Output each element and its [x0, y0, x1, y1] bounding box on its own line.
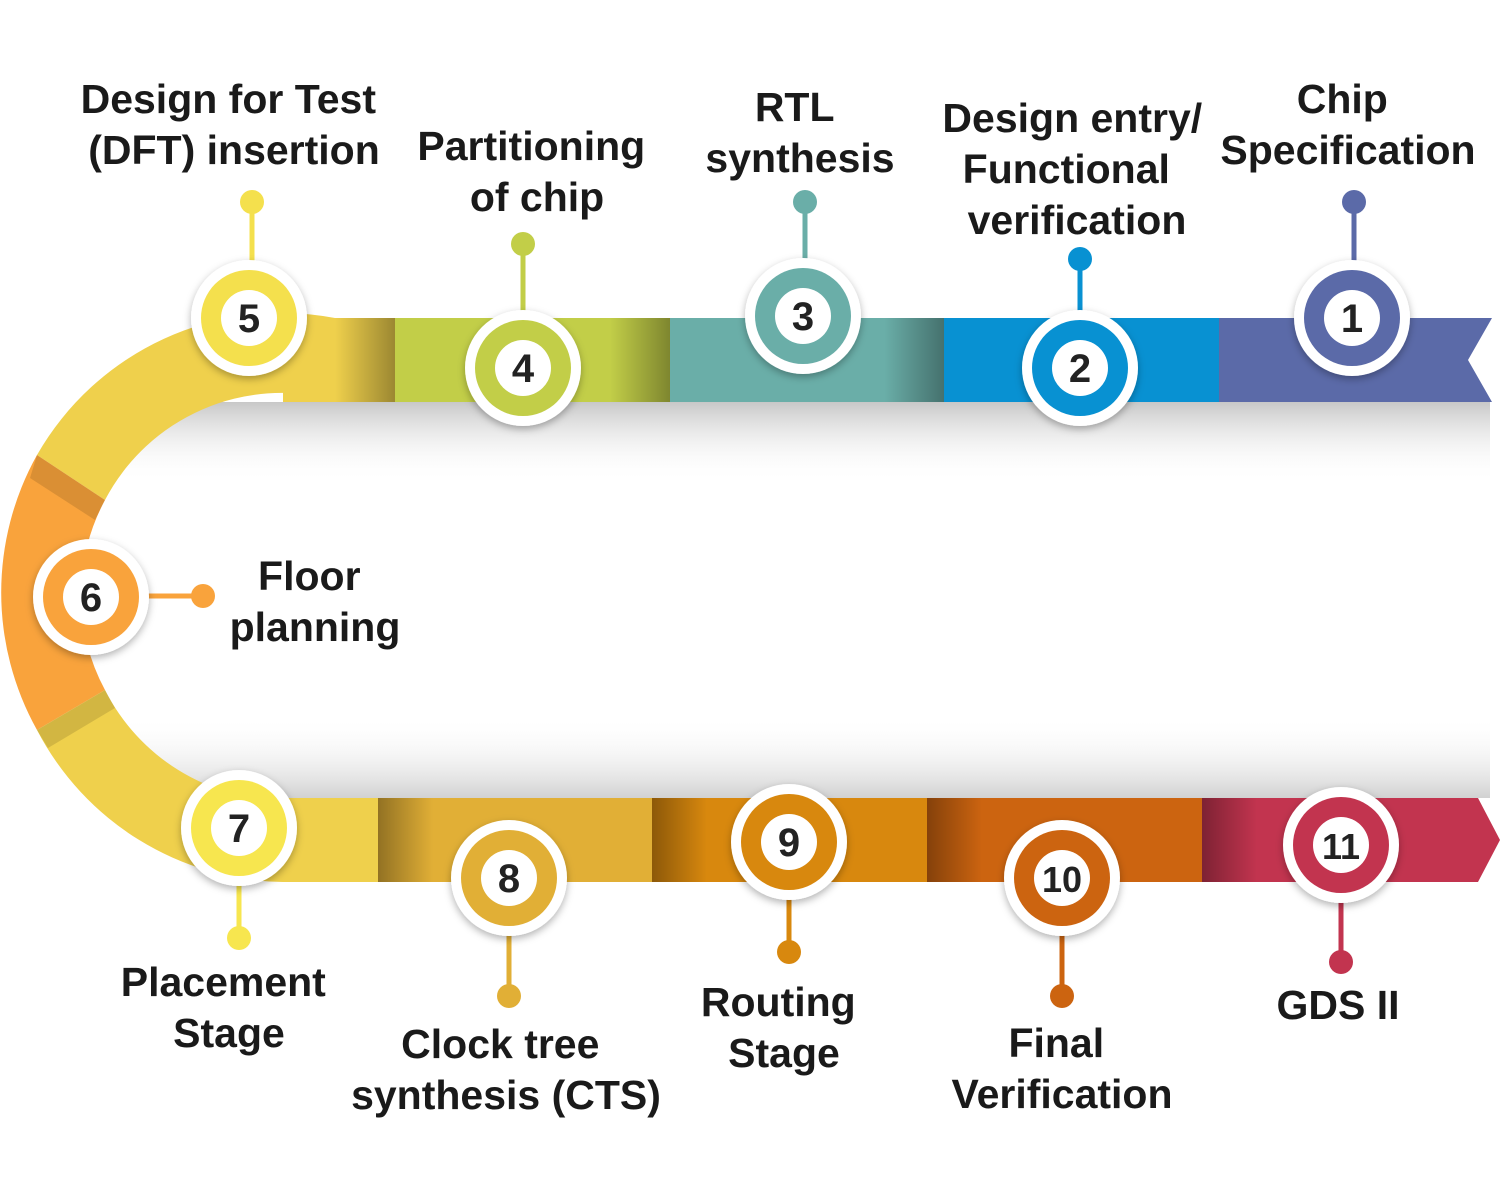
step-7-number: 7 — [228, 807, 250, 851]
step-2-dot — [1068, 247, 1092, 271]
step-1-number: 1 — [1341, 297, 1363, 341]
step-5-label: Design for Test (DFT) insertion — [81, 76, 388, 173]
step-10-number: 10 — [1042, 859, 1082, 900]
step-labels: Chip Specification Design entry/ Functio… — [81, 76, 1476, 1118]
step-10-label: Final Verification — [951, 1020, 1172, 1117]
step-2: 2 — [1022, 247, 1138, 426]
step-8-number: 8 — [498, 857, 520, 901]
step-11: 11 — [1283, 787, 1399, 974]
step-1-dot — [1342, 190, 1366, 214]
step-2-number: 2 — [1069, 347, 1091, 391]
bottom-band — [283, 798, 1500, 882]
step-4-number: 4 — [512, 347, 535, 391]
step-8: 8 — [451, 820, 567, 1008]
step-5-number: 5 — [238, 297, 260, 341]
step-9-dot — [777, 940, 801, 964]
step-9-label: Routing Stage — [701, 979, 867, 1076]
step-6: 6 — [33, 539, 215, 655]
step-11-number: 11 — [1322, 826, 1360, 867]
step-3-number: 3 — [792, 295, 814, 339]
step-11-label: GDS II — [1276, 982, 1399, 1028]
step-3-label: RTL synthesis — [705, 84, 894, 181]
step-3-dot — [793, 190, 817, 214]
step-10: 10 — [1004, 820, 1120, 1008]
step-9: 9 — [731, 784, 847, 964]
step-2-label: Design entry/ Functional verification — [942, 95, 1213, 243]
step-10-dot — [1050, 984, 1074, 1008]
step-7: 7 — [181, 770, 297, 950]
step-6-number: 6 — [80, 576, 102, 620]
top-band-shadow — [110, 402, 1490, 482]
step-nodes: 1 2 3 4 — [33, 190, 1410, 1008]
step-11-dot — [1329, 950, 1353, 974]
step-4-dot — [511, 232, 535, 256]
step-7-label: Placement Stage — [121, 959, 338, 1056]
step-6-label: Floor planning — [230, 553, 401, 650]
step-5: 5 — [191, 190, 307, 376]
step-1: 1 — [1294, 190, 1410, 376]
step-5-dot — [240, 190, 264, 214]
bottom-band-shadow — [110, 716, 1490, 798]
step-3: 3 — [745, 190, 861, 374]
step-4: 4 — [465, 232, 581, 426]
step-8-dot — [497, 984, 521, 1008]
step-6-dot — [191, 584, 215, 608]
step-9-number: 9 — [778, 821, 800, 865]
step-1-label: Chip Specification — [1220, 76, 1475, 173]
step-4-label: Partitioning of chip — [417, 123, 656, 220]
step-7-dot — [227, 926, 251, 950]
step-8-label: Clock tree synthesis (CTS) — [351, 1021, 661, 1118]
